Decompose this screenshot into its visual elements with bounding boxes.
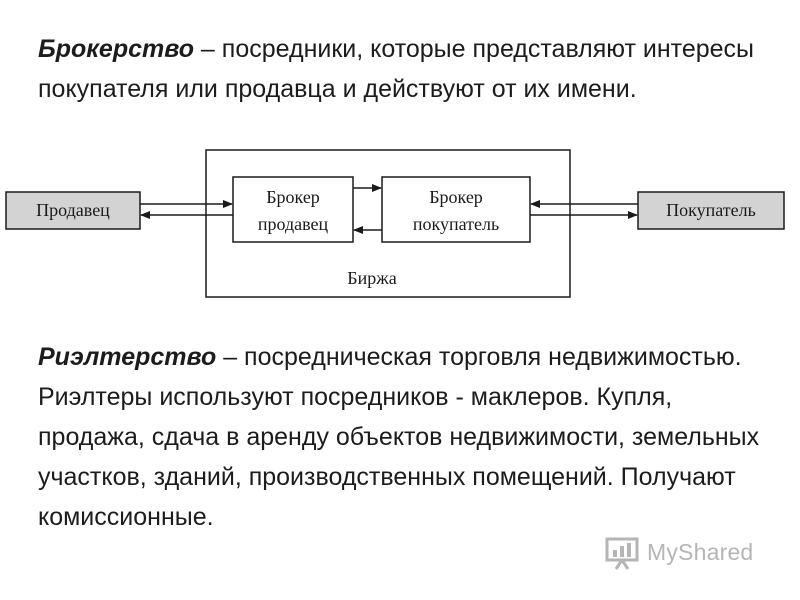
broker-seller-box	[232, 176, 354, 243]
seller-label: Продавец	[36, 200, 110, 220]
broker-buyer-box	[381, 176, 531, 243]
broker-buyer-line2: покупатель	[413, 214, 499, 234]
exchange-label: Биржа	[347, 268, 396, 288]
seller-box	[5, 191, 141, 230]
brokerage-definition: – посредники, которые представляют интер…	[38, 35, 755, 103]
exchange-box	[205, 149, 571, 298]
buyer-label: Покупатель	[666, 200, 756, 220]
realty-paragraph: Риэлтерство – посредническая торговля не…	[38, 337, 783, 537]
brokerage-term: Брокерство	[38, 35, 194, 63]
brokerage-paragraph: Брокерство – посредники, которые предста…	[38, 29, 783, 109]
buyer-box	[637, 191, 785, 230]
broker-seller-line2: продавец	[258, 214, 329, 234]
realty-definition: – посредническая торговля недвижимостью.…	[38, 343, 760, 531]
myshared-watermark: MyShared	[605, 536, 770, 570]
broker-buyer-line1: Брокер	[429, 187, 483, 207]
broker-seller-line1: Брокер	[266, 187, 320, 207]
presentation-board-icon	[605, 537, 639, 570]
realty-term: Риэлтерство	[38, 343, 217, 371]
watermark-text: MyShared	[647, 539, 754, 565]
